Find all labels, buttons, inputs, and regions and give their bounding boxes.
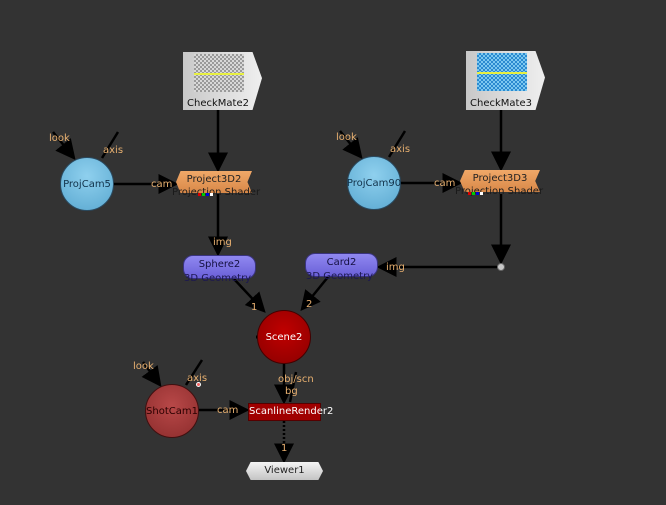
node-label: Sphere2 <box>198 259 241 270</box>
node-checkmate2[interactable]: CheckMate2 <box>183 52 262 110</box>
input-cam-label: cam <box>151 179 173 190</box>
node-label: CheckMate3 <box>470 98 532 109</box>
node-label: Scene2 <box>265 331 303 343</box>
node-label: ProjCam90 <box>346 177 402 189</box>
input-cam-label: cam <box>217 405 239 416</box>
input-img-label: img <box>213 237 232 248</box>
edge-shotcam1-look <box>141 361 162 388</box>
input-look-label: look <box>336 132 357 143</box>
channel-indicator <box>472 192 475 195</box>
node-subtitle: Projection Shader <box>172 187 261 198</box>
input-axis-label: axis <box>103 145 124 156</box>
channel-indicator <box>476 192 479 195</box>
node-subtitle: 3D Geometry <box>184 273 252 284</box>
node-shotcam1[interactable]: ShotCam1 <box>145 384 199 438</box>
node-project3d3[interactable]: Project3D3 <box>460 170 540 192</box>
input-bg-label: bg <box>285 386 298 397</box>
edge-bg-scanline <box>288 371 298 403</box>
node-subtitle: 3D Geometry <box>306 271 374 282</box>
input-objscn-label: obj/scn <box>278 374 314 385</box>
dot-node[interactable] <box>497 263 505 271</box>
node-label: ScanlineRender2 <box>249 406 334 417</box>
channel-indicator <box>480 192 483 195</box>
channel-indicator <box>202 193 205 196</box>
node-label: Card2 <box>326 257 357 268</box>
edge-card2-scene2 <box>300 276 329 311</box>
input-img-label: img <box>386 262 405 273</box>
checkerboard-thumbnail <box>477 53 527 91</box>
selection-marker-icon <box>196 382 201 387</box>
node-projcam90[interactable]: ProjCam90 <box>347 156 401 210</box>
node-checkmate3[interactable]: CheckMate3 <box>466 51 545 110</box>
node-label: Project3D2 <box>186 174 242 185</box>
channel-indicator <box>198 193 201 196</box>
node-project3d2[interactable]: Project3D2 <box>176 171 252 193</box>
channel-indicator <box>210 193 213 196</box>
edge-shotcam1-axis <box>184 359 204 386</box>
edge-projcam90-look <box>339 130 363 159</box>
checkerboard-thumbnail <box>194 54 244 92</box>
node-scene2[interactable]: Scene2 <box>257 310 311 364</box>
input-1-label: 1 <box>281 443 288 454</box>
node-label: Viewer1 <box>264 465 305 476</box>
edge-sphere2-scene2 <box>233 278 266 313</box>
input-2-label: 2 <box>306 299 313 310</box>
edge-projcam5-look <box>52 131 76 160</box>
input-look-label: look <box>49 133 70 144</box>
input-axis-label: axis <box>390 144 411 155</box>
node-viewer1[interactable]: Viewer1 <box>246 462 323 480</box>
edge-projcam90-axis <box>387 130 407 158</box>
channel-indicator <box>468 192 471 195</box>
node-label: ProjCam5 <box>63 178 111 190</box>
input-look-label: look <box>133 361 154 372</box>
node-sphere2[interactable]: Sphere2 <box>183 255 256 279</box>
input-cam-label: cam <box>434 178 456 189</box>
channel-indicator <box>206 193 209 196</box>
node-card2[interactable]: Card2 <box>305 253 378 277</box>
node-projcam5[interactable]: ProjCam5 <box>60 157 114 211</box>
input-axis-label: axis <box>187 373 208 384</box>
node-label: ShotCam1 <box>146 405 198 417</box>
edge-projcam5-axis <box>100 131 120 159</box>
node-scanlinerender2[interactable]: ScanlineRender2 <box>248 403 333 421</box>
node-subtitle: Projection Shader <box>455 186 544 197</box>
input-1-label: 1 <box>251 302 258 313</box>
node-label: CheckMate2 <box>187 98 249 109</box>
node-label: Project3D3 <box>472 173 528 184</box>
